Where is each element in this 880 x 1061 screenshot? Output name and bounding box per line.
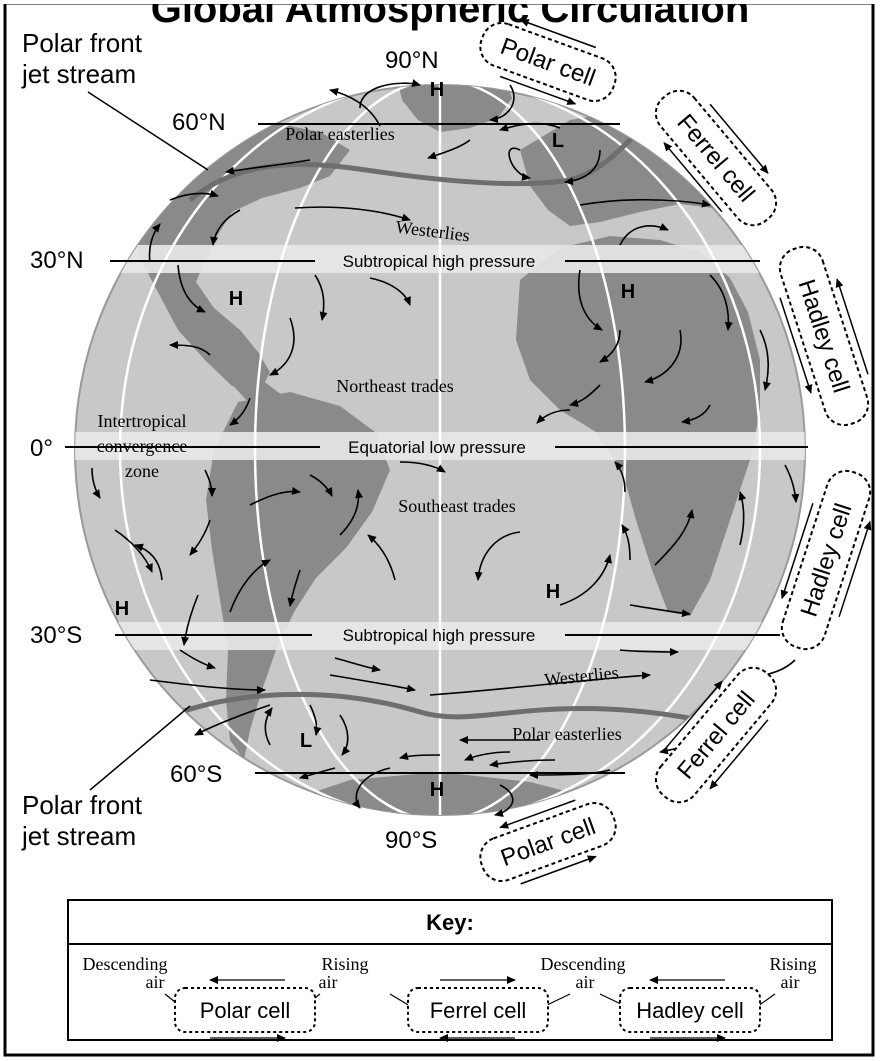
itcz-line-2: convergence	[97, 436, 188, 456]
key-cell-ferrel-label: Ferrel cell	[430, 998, 527, 1023]
africa-landmass	[516, 236, 760, 616]
key-cell-hadley-label: Hadley cell	[636, 998, 744, 1023]
lat-30n: 30°N	[30, 247, 84, 274]
wind-belt-labels: Polar easterlies Westerlies Northeast tr…	[285, 124, 621, 744]
key-rising-2-line-1: Rising	[769, 954, 816, 974]
label-equatorial-low: Equatorial low pressure	[348, 438, 526, 457]
label-subtropical-high-south: Subtropical high pressure	[343, 626, 536, 645]
label-polar-easterlies-south: Polar easterlies	[512, 724, 621, 744]
jet-callout-south: Polar front jet stream	[21, 705, 191, 851]
itcz-label: Intertropical convergence zone	[97, 411, 188, 481]
pressure-h-pacific-south: H	[115, 598, 129, 620]
jet-stream-south	[159, 691, 701, 723]
pressure-h-atlantic-north: H	[229, 288, 243, 310]
key-cell-ferrel: Ferrel cell	[407, 976, 549, 1042]
pressure-letters: H L H H H H L H	[115, 79, 635, 801]
key-rising-1-line-1: Rising	[321, 954, 368, 974]
lat-0: 0°	[30, 435, 53, 462]
latitude-lines	[68, 123, 808, 774]
lat-60n: 60°N	[172, 109, 226, 136]
key-rising-1-line-2: air	[319, 972, 338, 992]
legend-key: Key: Descending air Rising air Descendin…	[67, 899, 833, 1042]
pressure-belt-labels: Subtropical high pressure Equatorial low…	[343, 252, 536, 645]
label-southeast-trades: Southeast trades	[398, 496, 515, 516]
key-air-labels: Descending air Rising air Descending air…	[83, 954, 817, 992]
jet-north-line-1: Polar front	[22, 28, 143, 58]
lat-30s: 30°S	[30, 622, 82, 649]
wind-arrows	[91, 79, 800, 817]
latitude-labels: 90°N 60°N 30°N 0° 30°S 60°S 90°S	[30, 47, 439, 854]
key-cell-polar-label: Polar cell	[200, 998, 290, 1023]
key-descending-2-line-1: Descending	[541, 954, 626, 974]
itcz-line-3: zone	[125, 461, 159, 481]
label-subtropical-high-north: Subtropical high pressure	[343, 252, 536, 271]
key-descending-1-line-1: Descending	[83, 954, 168, 974]
circulation-cells: Polar cell Ferrel cell Hadley cell Hadle…	[479, 19, 872, 885]
pressure-l-south: L	[300, 730, 312, 752]
pressure-l-north: L	[552, 130, 564, 152]
itcz-line-1: Intertropical	[98, 411, 187, 431]
pressure-h-africa: H	[621, 281, 635, 303]
label-northeast-trades: Northeast trades	[336, 376, 453, 396]
jet-north-line-2: jet stream	[21, 59, 136, 89]
cell-polar-south: Polar cell	[479, 799, 617, 885]
pressure-h-atlantic-south: H	[546, 581, 560, 603]
key-cell-polar: Polar cell	[174, 976, 316, 1042]
globe: H L H H H H L H Polar easterlies Westerl…	[68, 79, 808, 817]
key-cell-hadley: Hadley cell	[619, 976, 761, 1042]
lat-90n: 90°N	[385, 47, 439, 74]
key-title: Key:	[426, 910, 474, 935]
label-polar-easterlies-north: Polar easterlies	[285, 124, 394, 144]
jet-south-line-1: Polar front	[22, 790, 143, 820]
pressure-h-north-pole: H	[430, 79, 444, 101]
lat-90s: 90°S	[385, 827, 437, 854]
cell-polar-north: Polar cell	[479, 19, 617, 105]
greenland-landmass	[395, 85, 512, 132]
title-fragment: Global Atmospheric Circulation	[151, 0, 750, 31]
pressure-h-south-pole: H	[430, 779, 444, 801]
key-descending-2-line-2: air	[576, 972, 595, 992]
jet-callout-north: Polar front jet stream	[21, 28, 209, 171]
key-rising-2-line-2: air	[781, 972, 800, 992]
lat-60s: 60°S	[170, 761, 222, 788]
key-descending-1-line-2: air	[146, 972, 165, 992]
jet-south-line-2: jet stream	[21, 821, 136, 851]
meridians	[118, 85, 762, 815]
